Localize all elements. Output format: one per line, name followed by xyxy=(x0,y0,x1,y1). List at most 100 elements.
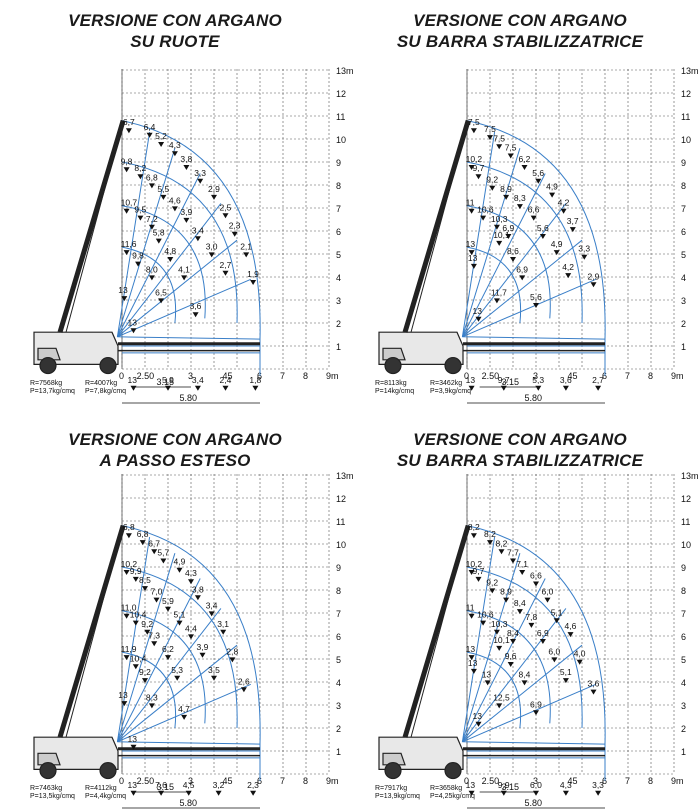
envelope-arc xyxy=(121,120,261,376)
x-tick-label: 2.50 xyxy=(137,776,155,786)
y-tick-label: 5 xyxy=(336,250,341,260)
envelope-arc xyxy=(466,566,583,729)
load-value: 11,6 xyxy=(121,239,137,249)
pressure-front: P=13,9kg/cmq xyxy=(375,793,420,800)
dimension-label: 5.80 xyxy=(180,798,198,808)
load-marker xyxy=(535,178,542,184)
load-value: 3,8 xyxy=(192,584,204,594)
load-value: 11,9 xyxy=(121,644,137,654)
load-value: 5,3 xyxy=(532,375,544,385)
load-value: 6,9 xyxy=(530,699,542,709)
reaction-rear: R=3462kg xyxy=(430,380,462,387)
load-marker xyxy=(132,576,139,582)
load-value: 3,4 xyxy=(192,225,204,235)
load-value: 8,3 xyxy=(146,692,158,702)
boom-angle-line xyxy=(117,239,238,338)
load-value: 5,9 xyxy=(162,375,174,385)
y-tick-label: 6 xyxy=(681,227,686,237)
wheel-rear xyxy=(444,356,462,375)
load-value: 3,6 xyxy=(190,301,202,311)
load-value: 8,2 xyxy=(468,522,480,532)
load-value: 9,9 xyxy=(130,566,142,576)
y-tick-label: 10 xyxy=(336,540,346,550)
load-value: 6,7 xyxy=(148,538,160,548)
load-marker xyxy=(535,385,542,391)
load-value: 6,9 xyxy=(502,223,514,233)
y-tick-label: 8 xyxy=(681,586,686,596)
load-value: 4,2 xyxy=(562,262,574,272)
load-value: 3,2 xyxy=(213,780,225,790)
load-value: 5,6 xyxy=(532,168,544,178)
load-marker xyxy=(188,579,194,585)
load-marker xyxy=(521,165,528,170)
load-value: 2,1 xyxy=(240,241,252,251)
y-tick-label: 5 xyxy=(336,655,341,665)
boom-angle-line xyxy=(117,644,238,743)
load-marker xyxy=(148,224,155,230)
load-marker xyxy=(183,217,190,223)
load-value: 4,1 xyxy=(178,264,190,274)
load-marker xyxy=(562,385,569,391)
load-marker xyxy=(468,208,475,214)
x-tick-label: 3 xyxy=(188,371,193,381)
load-marker xyxy=(130,744,137,750)
load-value: 7,1 xyxy=(516,559,528,569)
x-tick-label: 2.50 xyxy=(482,371,500,381)
y-tick-label: 6 xyxy=(336,227,341,237)
load-marker xyxy=(487,540,493,546)
panel-title: VERSIONE CON ARGANO A PASSO ESTESO xyxy=(0,429,350,471)
load-marker xyxy=(135,261,142,267)
boom-angle-line xyxy=(462,644,583,743)
load-marker xyxy=(569,227,576,233)
reaction-front: R=7463kg xyxy=(30,785,62,792)
load-marker xyxy=(229,657,236,663)
load-marker xyxy=(553,250,560,256)
crane-cab xyxy=(382,752,406,766)
load-marker xyxy=(208,611,215,617)
y-tick-label: 1 xyxy=(336,342,341,352)
load-value: 5,5 xyxy=(157,184,169,194)
load-marker xyxy=(489,588,496,594)
load-marker xyxy=(549,192,556,198)
reaction-rear: R=4007kg xyxy=(85,380,117,387)
load-value: 10,4 xyxy=(130,610,147,620)
load-marker xyxy=(125,533,132,539)
load-marker xyxy=(176,620,183,626)
crane-vehicle xyxy=(33,119,260,375)
y-tick-label: 11 xyxy=(336,112,345,122)
load-marker xyxy=(240,687,247,693)
load-value: 7,5 xyxy=(468,117,480,127)
load-value: 2,8 xyxy=(226,646,238,656)
load-value: 8,2 xyxy=(484,529,496,539)
y-tick-label: 6 xyxy=(681,632,686,642)
load-value: 5,7 xyxy=(157,548,169,558)
x-tick-label: 7 xyxy=(280,371,285,381)
load-marker xyxy=(123,167,130,173)
load-value: 13 xyxy=(128,780,138,790)
load-value: 5,8 xyxy=(153,228,165,238)
title-line-2: SU BARRA STABILIZZATRICE xyxy=(396,451,644,470)
load-value: 5,1 xyxy=(560,667,572,677)
load-value: 13 xyxy=(473,306,483,316)
load-value: 7,5 xyxy=(505,143,517,153)
load-value: 3,3 xyxy=(592,780,604,790)
crane-vehicle xyxy=(378,524,605,780)
load-marker xyxy=(194,595,201,601)
load-marker xyxy=(560,208,567,214)
x-tick-label: 6 xyxy=(602,776,607,786)
load-marker xyxy=(132,664,139,670)
load-marker xyxy=(567,632,574,638)
load-value: 8,9 xyxy=(500,587,512,597)
load-value: 2,7 xyxy=(592,375,604,385)
crane-cab xyxy=(382,347,406,361)
pressure-rear: P=4,4kg/cmq xyxy=(85,793,126,800)
boom-angle-line xyxy=(462,683,596,743)
load-value: 5,6 xyxy=(530,292,542,302)
load-value: 7,6 xyxy=(155,780,167,790)
load-value: 8,4 xyxy=(507,628,519,638)
load-value: 2,4 xyxy=(220,375,232,385)
load-marker xyxy=(470,263,477,269)
